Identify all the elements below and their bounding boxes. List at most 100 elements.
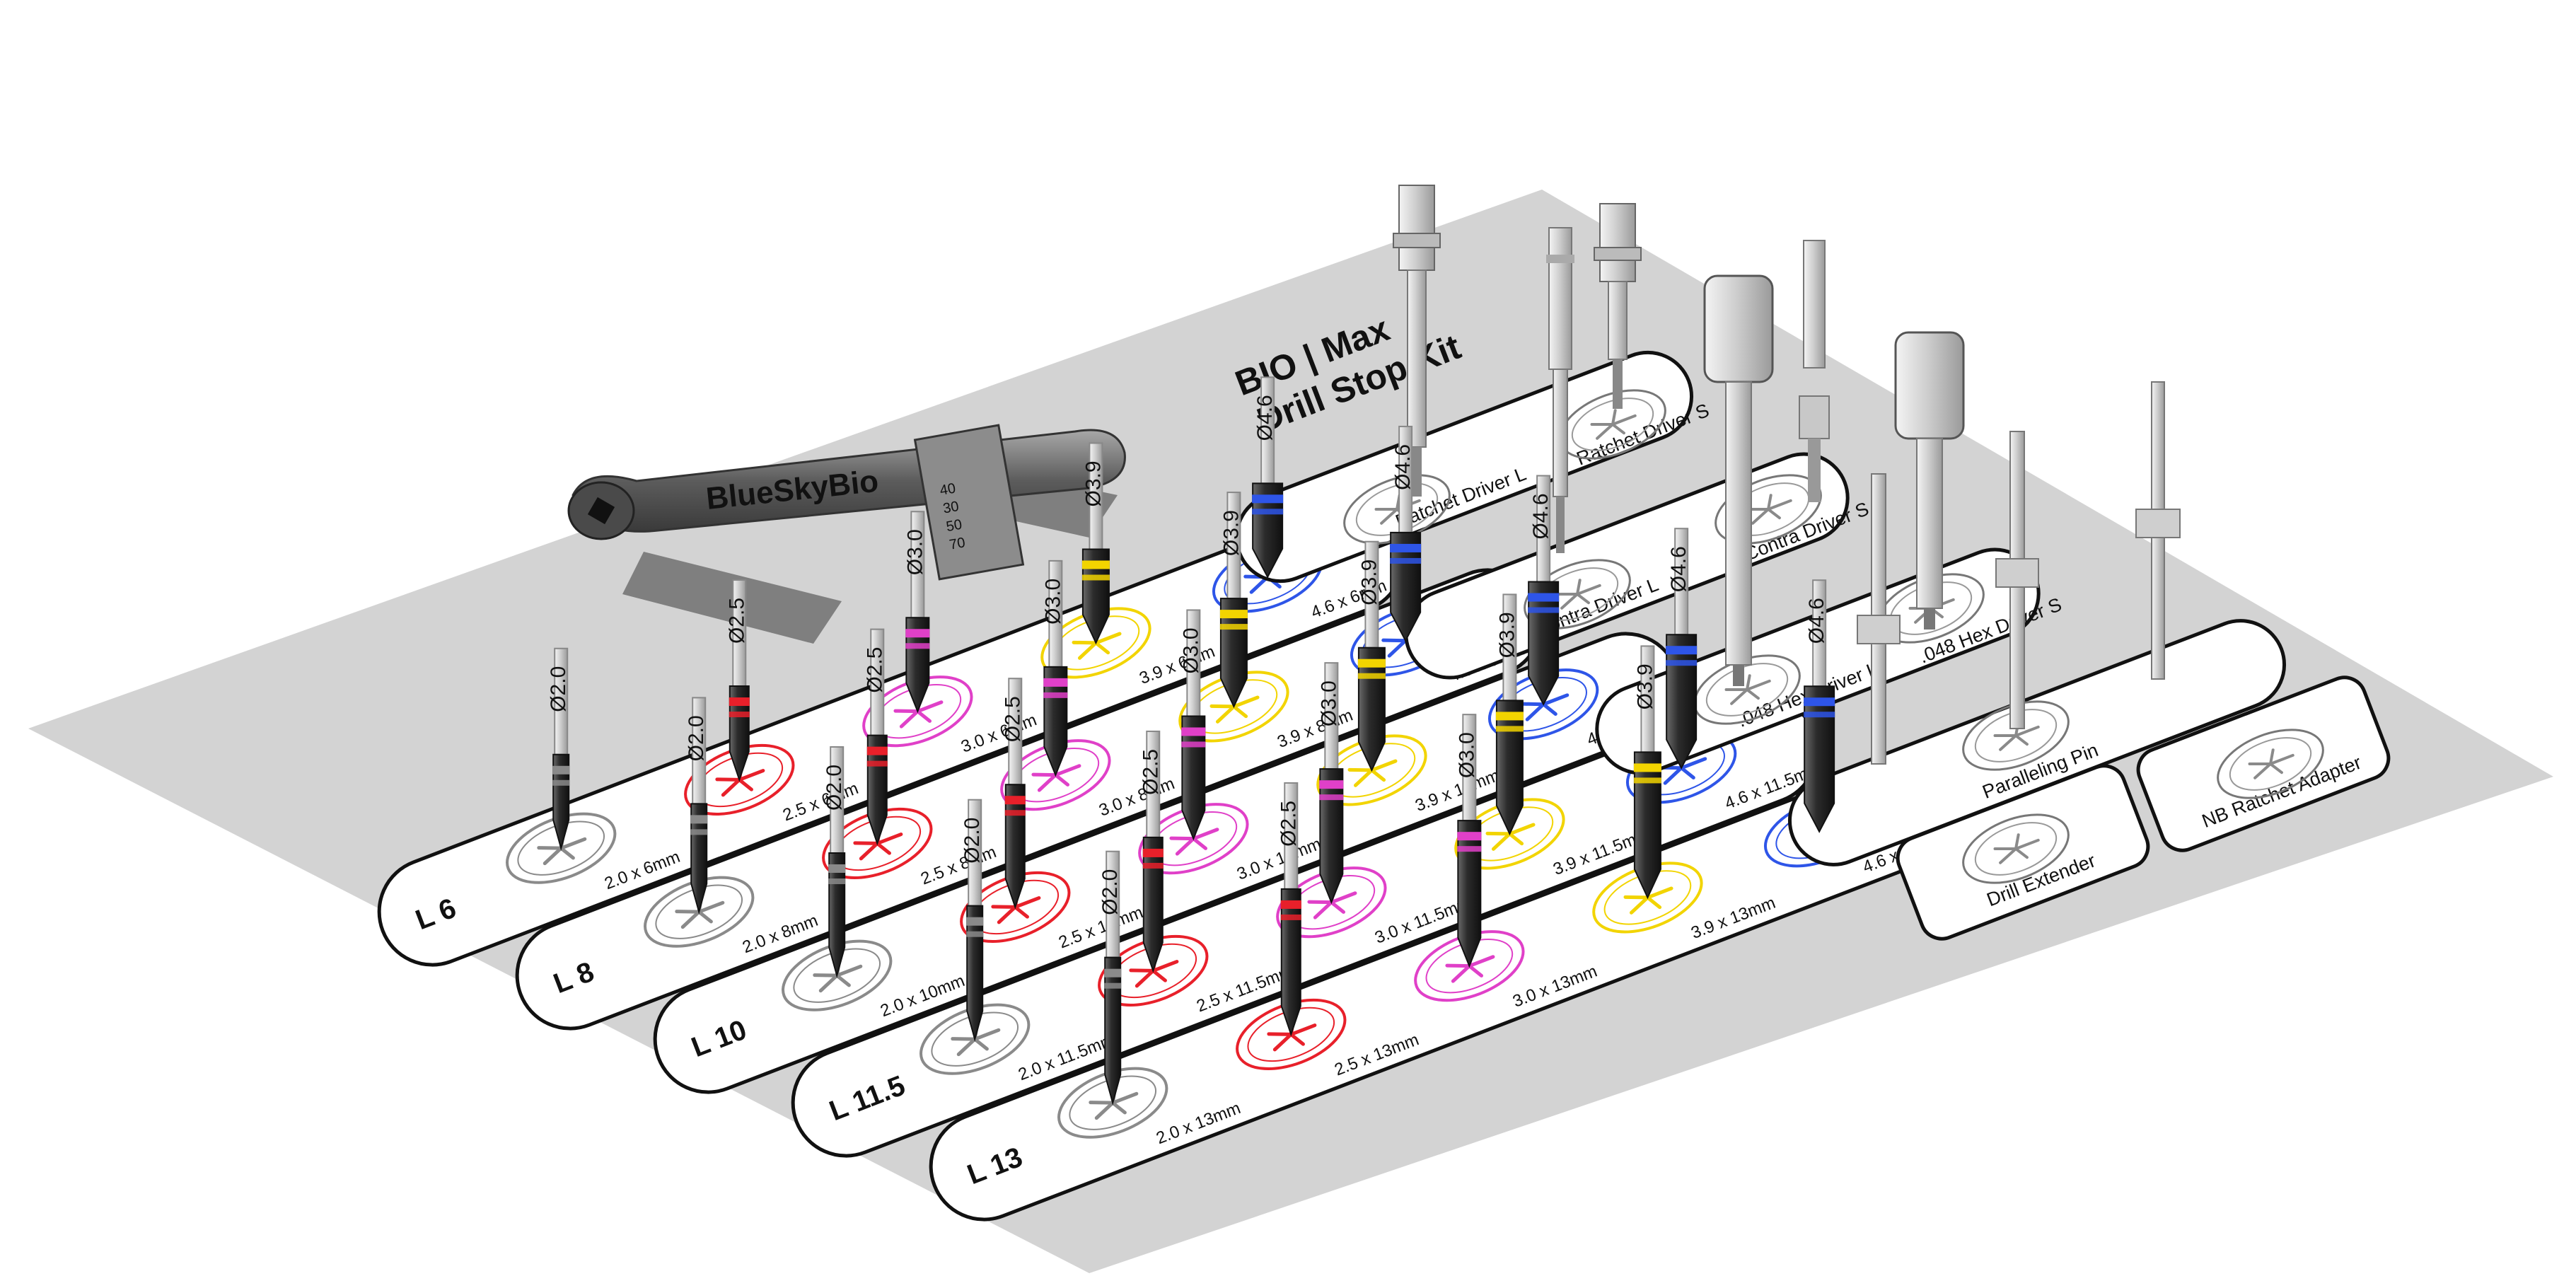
drill: Ø2.5 [1139, 730, 1164, 973]
tool-star-arm [1590, 422, 1614, 426]
slot-star-arm [1175, 837, 1195, 856]
slot-star-arm [1507, 832, 1524, 846]
drill-diameter-label: Ø2.5 [1001, 696, 1024, 742]
drill: Ø2.0 [961, 799, 984, 1042]
slot-ring [822, 807, 933, 879]
drill-color-band [828, 878, 846, 884]
drill-diameter-label: Ø3.0 [1179, 627, 1202, 673]
drill-color-band [1181, 727, 1206, 736]
drill-diameter-label: Ø2.0 [961, 818, 984, 864]
slot-ring [1057, 1067, 1168, 1139]
slot-star-arm [1491, 832, 1512, 851]
slot-star-arm [818, 973, 839, 993]
contra-driver-short [1799, 240, 1830, 502]
drill-body [1280, 888, 1301, 1037]
slot-star-arm [1053, 773, 1070, 787]
slot-star-arm [1307, 900, 1333, 905]
drill-color-band [1495, 726, 1524, 732]
drill-body [1804, 685, 1835, 833]
slot-star-arm [1369, 759, 1398, 772]
tool-star-arm [1374, 507, 1398, 511]
slot-star-arm [737, 777, 753, 791]
drill-color-band [1081, 574, 1110, 581]
drill-diameter-label: Ø2.0 [685, 715, 708, 761]
slot-star-arm [997, 905, 1017, 924]
drill: Ø2.5 [863, 628, 888, 846]
drill-color-band [1252, 494, 1284, 504]
slot-star-arm [1445, 963, 1471, 968]
drill-color-band [690, 815, 708, 824]
slot-star-arm [1231, 704, 1248, 719]
drill-body [1104, 956, 1122, 1106]
tool-star-arm [1576, 584, 1601, 596]
tool-ring-inner [1571, 398, 1654, 451]
tool-star-arm [1611, 409, 1617, 426]
slot-inner-ring [1247, 1007, 1335, 1062]
drill-color-band [1495, 712, 1524, 721]
tool-ring-inner [1974, 709, 2058, 762]
paralleling-pin-1 [1857, 473, 1901, 765]
tool-star-arm [1746, 674, 1751, 691]
drill: Ø3.0 [1041, 559, 1068, 777]
slot-star-arm [1289, 1032, 1305, 1046]
tool-star-arm [1555, 592, 1579, 596]
hex-driver-short [1894, 331, 1965, 630]
slot-star-arm [1369, 768, 1386, 782]
drill-diameter-label: Ø3.9 [1495, 612, 1519, 658]
slot-star-arm [875, 833, 903, 845]
tool-star-arm [1560, 593, 1579, 610]
drill: Ø3.0 [1317, 662, 1344, 905]
drill-diameter-label: Ø2.0 [1098, 869, 1122, 915]
drill-diameter-label: Ø3.0 [903, 529, 927, 575]
tool-star-arm [1767, 508, 1781, 520]
drill-color-band [1142, 848, 1164, 857]
drill-body [1142, 836, 1164, 973]
slot-star-arm [537, 846, 563, 850]
slot-star-arm [973, 1028, 1001, 1041]
slot-star-arm [1135, 968, 1155, 988]
slot-star-arm [1169, 836, 1195, 841]
slot-star-arm [543, 846, 563, 866]
drill-diameter-label: Ø2.5 [1277, 801, 1300, 847]
drill-diameter-label: Ø3.0 [1041, 579, 1064, 625]
drill-diameter-label: Ø3.9 [1357, 559, 1381, 605]
drill-color-band [1252, 509, 1284, 515]
drill-body [1252, 482, 1284, 579]
drill-color-band [1357, 673, 1386, 679]
drill-diameter-label: Ø3.9 [1219, 510, 1243, 556]
tool-ring-inner [1974, 822, 2058, 876]
torque-ratchet: BlueSkyBio 40 30 50 70 [567, 424, 1126, 644]
drill-set: Ø2.0Ø2.5Ø3.0Ø3.9Ø4.6Ø2.0Ø2.5Ø3.0Ø3.9Ø4.6… [547, 376, 1835, 1106]
drill-color-band [1043, 678, 1068, 687]
drill-color-band [866, 746, 888, 755]
drill-body [729, 685, 750, 782]
drill-color-band [966, 931, 984, 937]
slot-star-arm [835, 964, 863, 978]
slot-inner-ring [1069, 1075, 1157, 1130]
drill-color-band [1804, 697, 1835, 707]
drill-color-band [1666, 646, 1698, 655]
tool-star-arm [1767, 494, 1773, 511]
drill-diameter-label: Ø2.0 [547, 666, 570, 712]
tool-star-arm [1611, 414, 1637, 426]
slot-star-arm [697, 910, 713, 924]
slot-star-arm [1347, 767, 1374, 772]
tool-star-arm [1746, 688, 1760, 700]
slot-inner-ring [655, 884, 743, 939]
slot-star-arm [915, 700, 944, 714]
drill-body [905, 617, 930, 714]
slot-star-arm [1110, 1101, 1127, 1115]
slot-star-arm [813, 973, 839, 978]
slot-star-arm [1387, 639, 1408, 658]
ratchet-paper-card [622, 552, 842, 644]
slot-star-arm [1053, 764, 1081, 777]
tool-star-arm [2014, 847, 2029, 859]
slot-star-arm [1679, 757, 1707, 770]
slot-star-arm [859, 841, 879, 861]
drill-diameter-label: Ø4.6 [1253, 395, 1277, 441]
drill-body [1081, 548, 1110, 645]
drill-color-band [966, 917, 984, 926]
slot-star-arm [559, 846, 575, 860]
drill: Ø3.9 [1357, 540, 1386, 772]
drill-body [966, 905, 984, 1042]
